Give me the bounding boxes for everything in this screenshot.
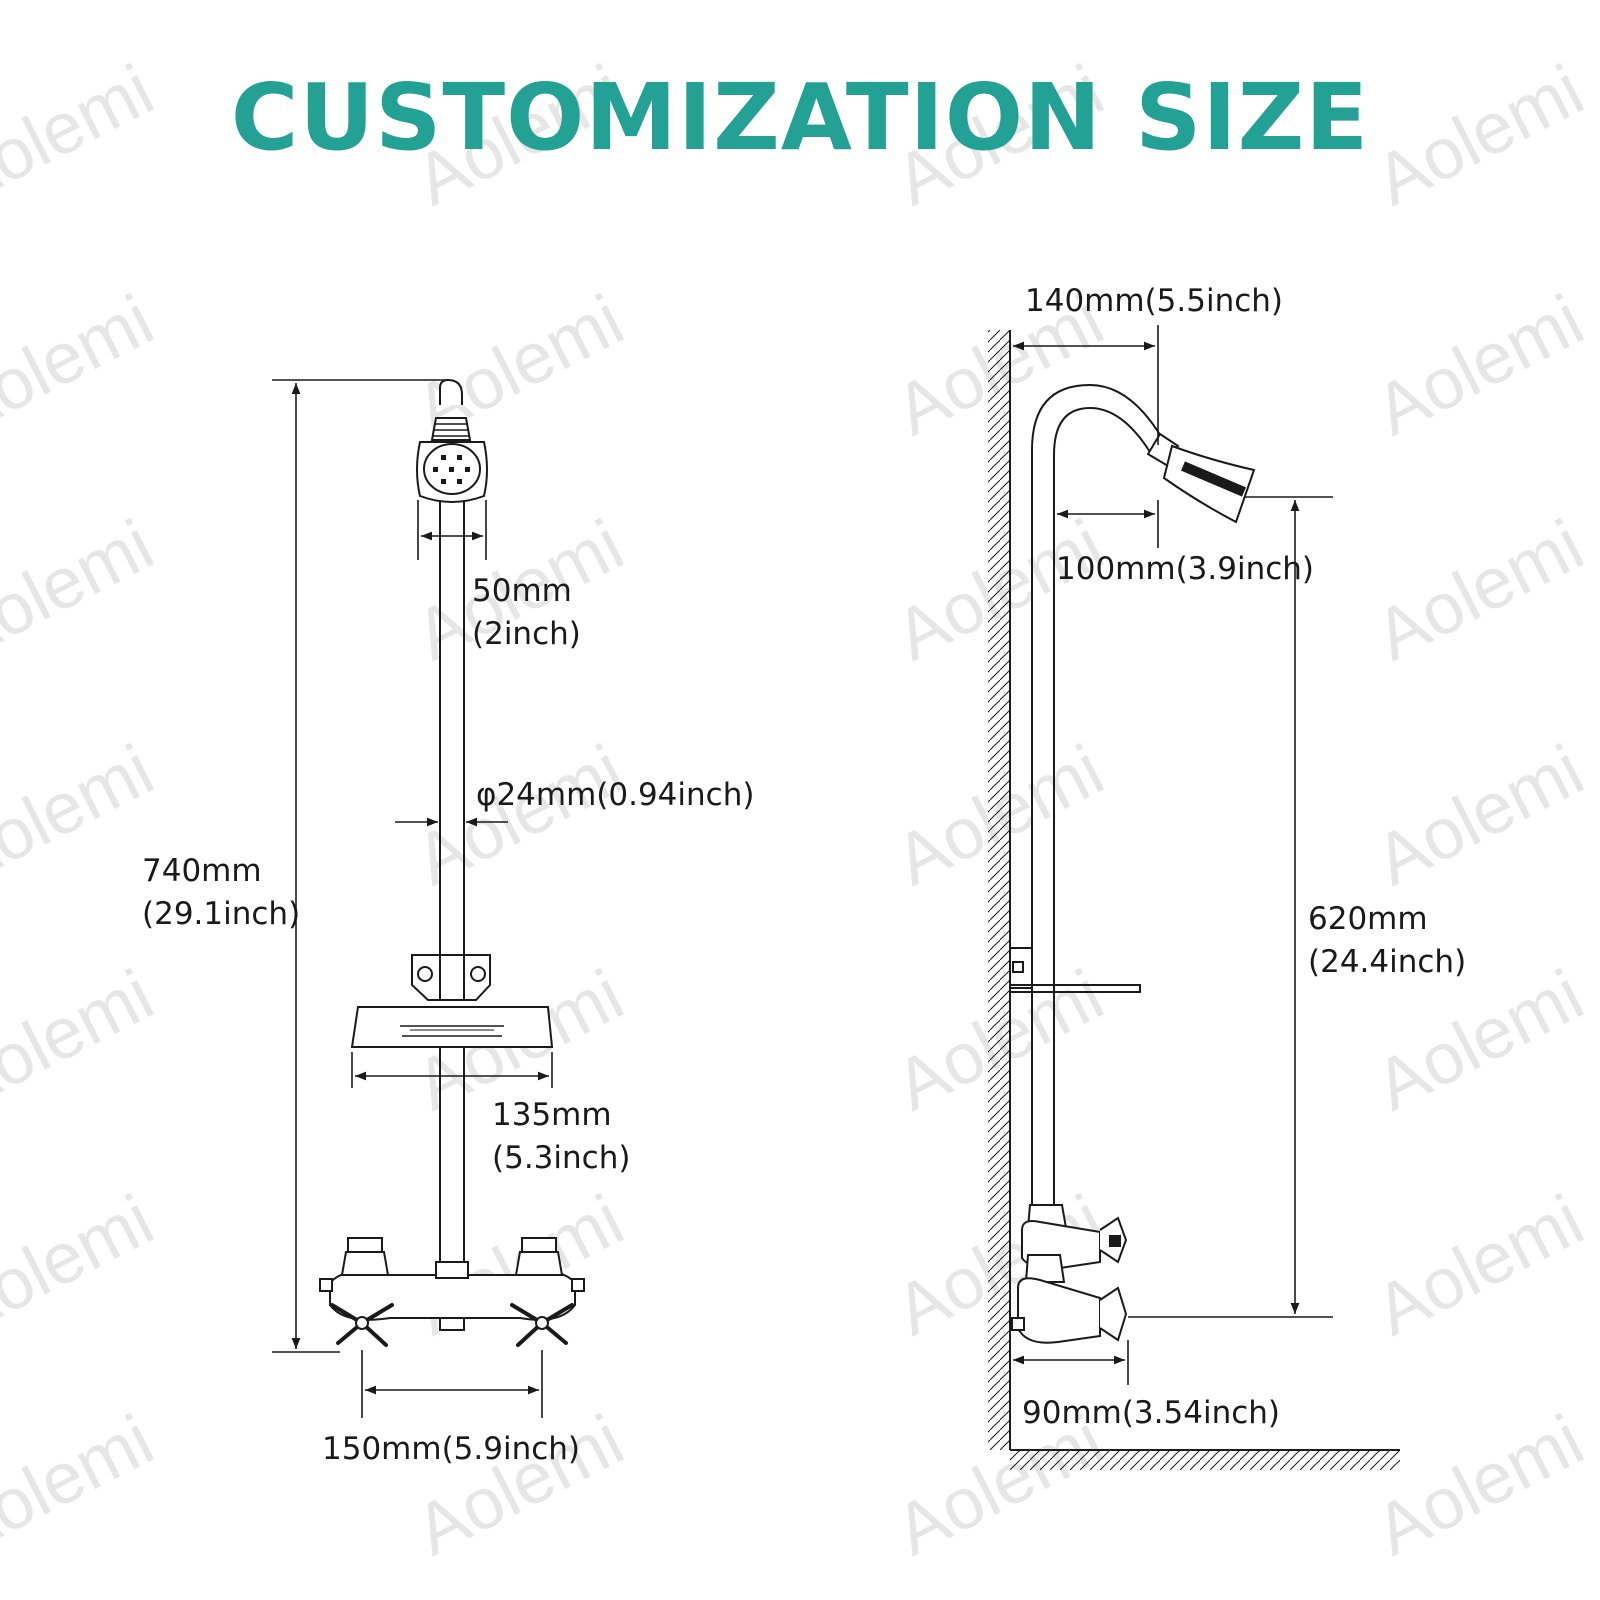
total-height-label-inch: (29.1inch) [142,896,301,932]
arm-offset-label: 100mm(3.9inch) [1056,551,1315,587]
front-view-dimensions [272,379,553,1418]
side-bracket [1010,947,1033,989]
soap-tray-width-label-inch: (5.3inch) [492,1140,631,1176]
head-to-valve-label-inch: (24.4inch) [1308,944,1467,980]
side-lower-valve [1011,1254,1128,1344]
front-bracket [411,954,491,1001]
side-upper-valve [1021,1204,1128,1270]
side-riser-inner [1053,406,1151,1210]
floor-hatch [1010,1450,1400,1470]
arm-reach-label: 140mm(5.5inch) [1025,283,1284,319]
side-view-drawing [988,330,1400,1470]
front-right-handle [510,1303,574,1347]
total-height-label-mm: 740mm [142,853,262,889]
front-view-drawing [319,378,585,1347]
front-right-valve [510,1237,585,1347]
front-riser-pipe [439,500,465,995]
wall-hatch [988,330,1010,1450]
showerhead-width-label-inch: (2inch) [472,616,581,652]
head-to-valve-label-mm: 620mm [1308,901,1428,937]
pipe-diameter-label: φ24mm(0.94inch) [476,777,755,813]
side-lower-handle [1099,1286,1128,1342]
showerhead-width-label-mm: 50mm [472,573,572,609]
valve-spacing-label: 150mm(5.9inch) [322,1431,581,1467]
front-riser-top [439,378,463,405]
side-view-dimensions [1013,325,1333,1385]
side-soap-tray [1010,984,1141,993]
front-left-valve [319,1237,394,1347]
front-soap-tray [350,1006,554,1048]
valve-projection-label: 90mm(3.54inch) [1022,1395,1281,1431]
page-title: CUSTOMIZATION SIZE [230,64,1370,171]
soap-tray-width-label-mm: 135mm [492,1097,612,1133]
side-showerhead [1162,444,1256,524]
front-left-handle [330,1303,394,1347]
side-riser-outer [1031,383,1163,1210]
